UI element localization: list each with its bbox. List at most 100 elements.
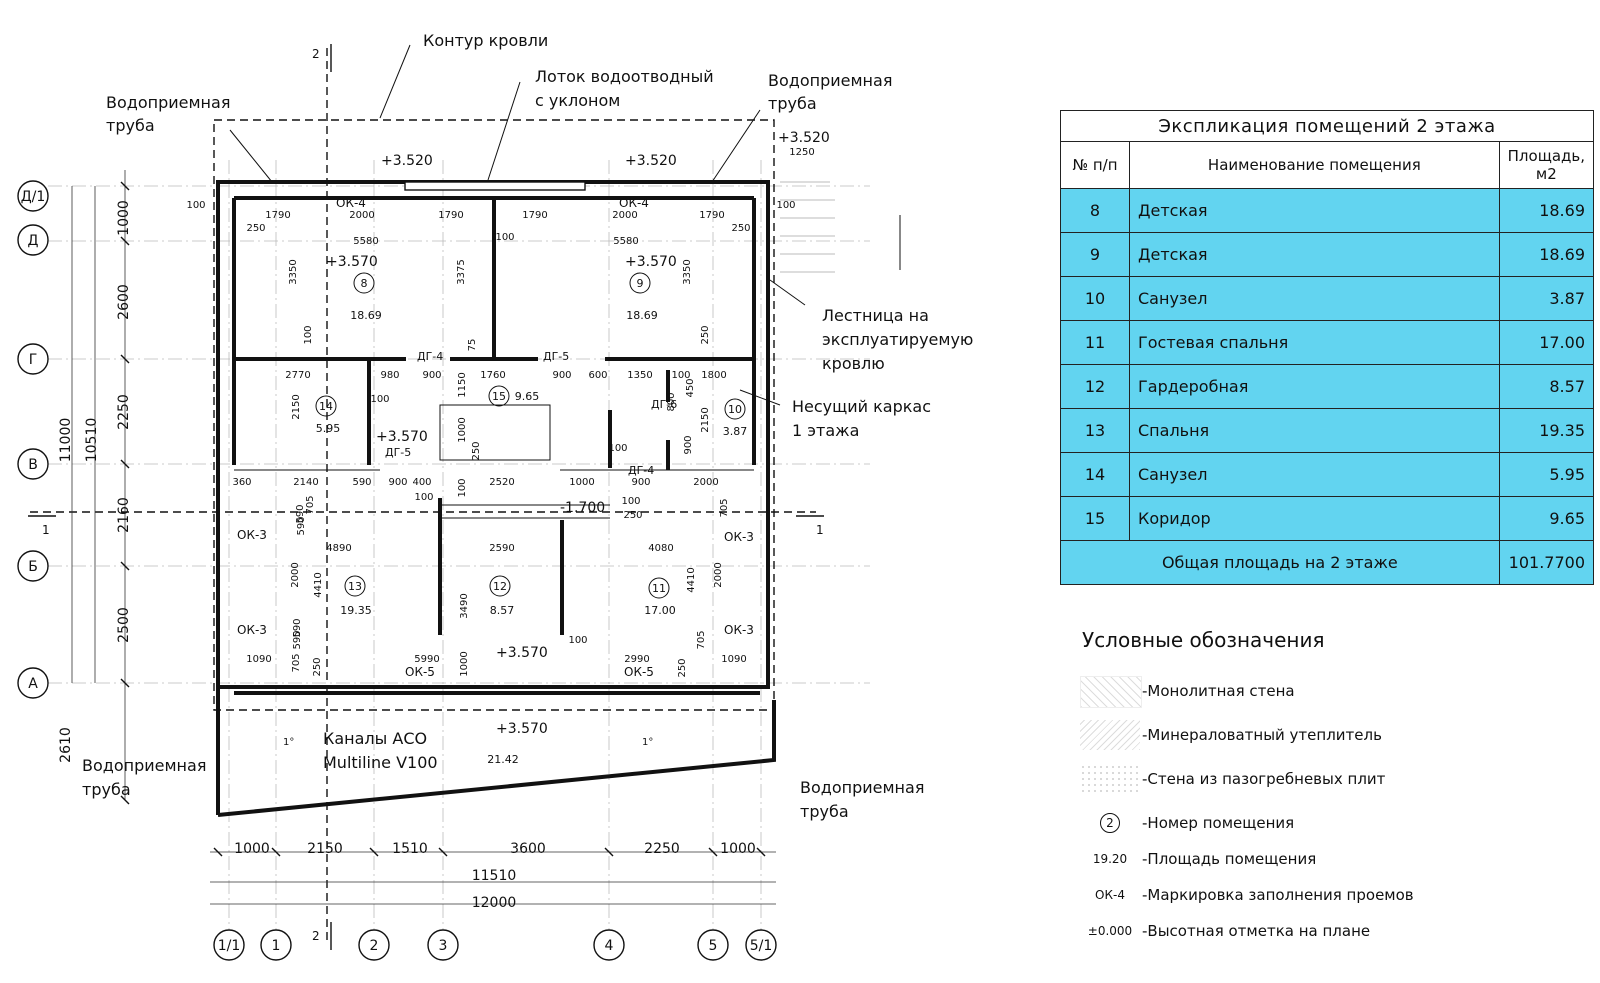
room-area-cell: 9.65 <box>1498 496 1595 541</box>
opening-mark: ОК-3 <box>237 528 267 542</box>
area-symbol: 19.20 <box>1092 852 1128 866</box>
inner-dim-text: 4410 <box>313 572 324 597</box>
channels-label: Каналы АСО <box>323 729 427 748</box>
legend-label: -Площадь помещения <box>1142 850 1317 868</box>
col-header-area: Площадь, м2 <box>1498 141 1595 189</box>
roof-contour-label: Контур кровли <box>423 31 548 50</box>
dim-text: 1000 <box>116 200 132 236</box>
level-mark: +3.570 <box>496 645 548 661</box>
inner-dim-text: 900 <box>388 477 407 488</box>
room-area: 8.57 <box>490 604 515 617</box>
opening-mark: ДГ-4 <box>417 350 443 363</box>
room-num-cell: 12 <box>1060 364 1130 409</box>
dim-text: 2160 <box>116 497 132 533</box>
inner-dim-text: 1250 <box>789 147 814 158</box>
inner-dim-text: 250 <box>677 658 688 677</box>
insulation-swatch <box>1080 720 1140 750</box>
inner-dim-text: 4080 <box>648 543 673 554</box>
inner-dim-text: 590 <box>292 630 303 649</box>
col-header-num: № п/п <box>1060 141 1130 189</box>
inner-dim-text: 2520 <box>489 477 514 488</box>
channels-label: Multiline V100 <box>323 753 438 772</box>
inner-dim-text: 900 <box>631 477 650 488</box>
inner-dim-text: 590 <box>292 618 303 637</box>
inner-dim-text: 1790 <box>522 210 547 221</box>
inner-dim-text: 100 <box>621 496 640 507</box>
inner-dim-text: 2000 <box>713 562 724 587</box>
inner-dim-text: 250 <box>700 325 711 344</box>
axis-label: В <box>28 457 38 473</box>
inner-dim-text: 1790 <box>699 210 724 221</box>
dim-text: 2150 <box>307 841 343 857</box>
level-mark: +3.520 <box>625 153 677 169</box>
dim-text: 11000 <box>58 418 74 463</box>
room-number: 8 <box>361 277 368 290</box>
room-area: 3.87 <box>723 425 748 438</box>
row-axis-markers: Д/1 Д Г В Б А <box>17 180 49 699</box>
legend-item: 2-Номер помещения <box>1080 808 1580 844</box>
room-num-cell: 9 <box>1060 232 1130 277</box>
col-header-name: Наименование помещения <box>1129 141 1500 189</box>
room-number: 10 <box>728 403 742 416</box>
inner-dim-text: 1350 <box>627 370 652 381</box>
dim-text: 1000 <box>234 841 270 857</box>
room-area-cell: 18.69 <box>1498 232 1595 277</box>
axis-label: 5 <box>709 938 718 954</box>
inner-dim-text: 100 <box>608 443 627 454</box>
room-area-cell: 8.57 <box>1498 364 1595 409</box>
inner-dim-text: 250 <box>731 223 750 234</box>
room-area-cell: 3.87 <box>1498 276 1595 321</box>
opening-mark: ДГ-6 <box>651 398 677 411</box>
column-axis-markers: 1/1 1 2 3 4 5 5/1 <box>213 929 777 961</box>
inner-dim-text: 360 <box>232 477 251 488</box>
terrace-area: 21.42 <box>487 753 519 766</box>
room-labels: 8 18.69 9 18.69 10 3.87 11 17.00 12 8.57… <box>283 272 748 766</box>
opening-mark: ДГ-5 <box>385 446 411 459</box>
explication-table: Экспликация помещений 2 этажа № п/п Наим… <box>1060 110 1595 585</box>
opening-mark: ДГ-5 <box>543 350 569 363</box>
room-name-cell: Детская <box>1129 232 1500 277</box>
room-num-cell: 14 <box>1060 452 1130 497</box>
legend-item: -Монолитная стена <box>1080 676 1580 720</box>
room-name-cell: Детская <box>1129 188 1500 233</box>
legend-item: -Стена из пазогребневых плит <box>1080 764 1580 808</box>
axis-label: 1 <box>272 938 281 954</box>
explication-title: Экспликация помещений 2 этажа <box>1060 110 1594 142</box>
room-area: 9.65 <box>515 390 540 403</box>
inner-dim-text: 2150 <box>700 407 711 432</box>
inner-dim-text: 1090 <box>246 654 271 665</box>
inlet-pipe-label: Водоприемная <box>800 778 924 797</box>
axis-label: 1/1 <box>218 938 241 954</box>
legend-item: 19.20 -Площадь помещения <box>1080 844 1580 880</box>
inner-dim-text: 2000 <box>349 210 374 221</box>
inner-dim-text: 5580 <box>613 236 638 247</box>
dim-text: 1510 <box>392 841 428 857</box>
inner-dim-text: 3490 <box>459 593 470 618</box>
dim-text: 2600 <box>116 284 132 320</box>
opening-mark: ДГ-4 <box>628 464 654 477</box>
inner-dim-text: 705 <box>305 495 316 514</box>
roof-contour-line <box>213 119 775 711</box>
legend-label: -Номер помещения <box>1142 814 1295 832</box>
dim-text: 1000 <box>720 841 756 857</box>
level-marks: +3.520 +3.520 +3.520 +3.570 +3.570 +3.57… <box>326 130 830 737</box>
inner-dim-text: 590 <box>352 477 371 488</box>
level-mark: -1.700 <box>560 500 605 516</box>
inner-dim-text: 3375 <box>456 259 467 284</box>
inlet-pipe-label: Водоприемная <box>768 71 892 90</box>
inner-dim-text: 100 <box>186 200 205 211</box>
drain-tray-label: с уклоном <box>535 91 620 110</box>
room-name-cell: Гостевая спальня <box>1129 320 1500 365</box>
inner-dim-text: 2000 <box>290 562 301 587</box>
inner-dim-text: 600 <box>588 370 607 381</box>
annotation-leaders <box>229 44 806 406</box>
section-marks: 1 1 2 2 <box>28 44 824 950</box>
room-name-cell: Санузел <box>1129 276 1500 321</box>
inner-dim-text: 900 <box>552 370 571 381</box>
axis-label: Г <box>29 352 38 368</box>
legend-label: -Монолитная стена <box>1142 682 1295 700</box>
inner-dim-text: 1790 <box>438 210 463 221</box>
